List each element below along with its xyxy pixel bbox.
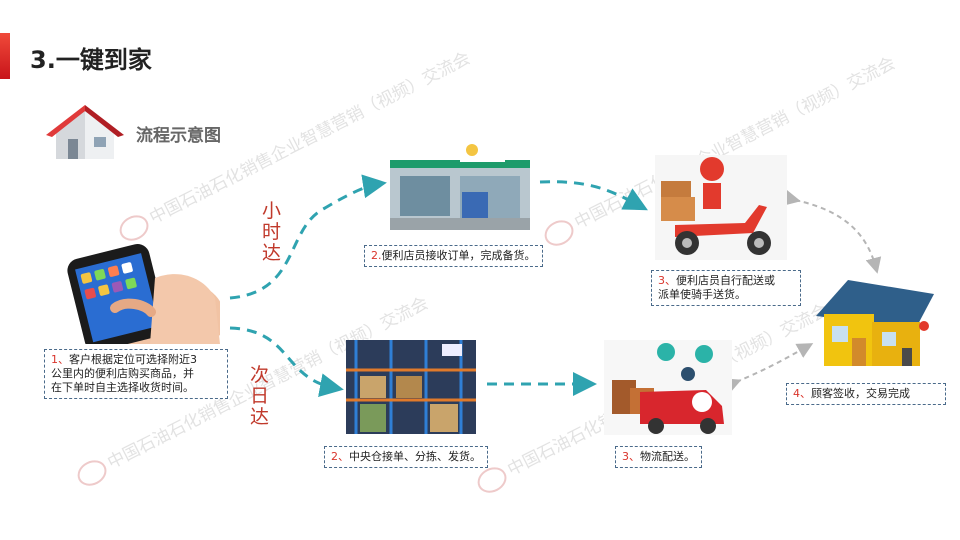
title-accent-bar bbox=[0, 33, 10, 79]
step-customer-receive-caption: 4、顾客签收，交易完成 bbox=[786, 383, 946, 405]
arrow-store-to-scooter bbox=[539, 180, 648, 211]
diagram-subtitle: 流程示意图 bbox=[136, 126, 221, 146]
step-warehouse-caption: 2、中央仓接单、分拣、发货。 bbox=[324, 446, 488, 468]
arrow-scooter-to-house bbox=[783, 190, 882, 274]
arrow-truck-to-house bbox=[723, 343, 814, 394]
route-label-fast: 小时达 bbox=[262, 200, 282, 264]
smartphone-image bbox=[55, 238, 220, 344]
arrow-customer-to-store bbox=[229, 174, 387, 300]
page-title: 3.一键到家 bbox=[30, 46, 152, 74]
delivery-truck-image bbox=[604, 340, 732, 435]
step-logistics-caption: 3、物流配送。 bbox=[615, 446, 702, 468]
house-icon bbox=[46, 103, 124, 167]
route-label-next-day: 次日达 bbox=[250, 364, 270, 428]
arrow-customer-to-warehouse bbox=[229, 326, 344, 397]
convenience-store-image bbox=[390, 132, 530, 230]
delivery-scooter-image bbox=[655, 155, 787, 260]
step-store-prepare-caption: 2.便利店员接收订单，完成备货。 bbox=[364, 245, 543, 267]
step-customer-order-caption: 1、客户根据定位可选择附近3 公里内的便利店购买商品，并 在下单时自主选择收货时… bbox=[44, 349, 228, 399]
warehouse-image bbox=[346, 340, 476, 434]
step-store-delivery-caption: 3、便利店员自行配送或 派单使骑手送货。 bbox=[651, 270, 801, 306]
customer-house-image bbox=[812, 276, 940, 374]
